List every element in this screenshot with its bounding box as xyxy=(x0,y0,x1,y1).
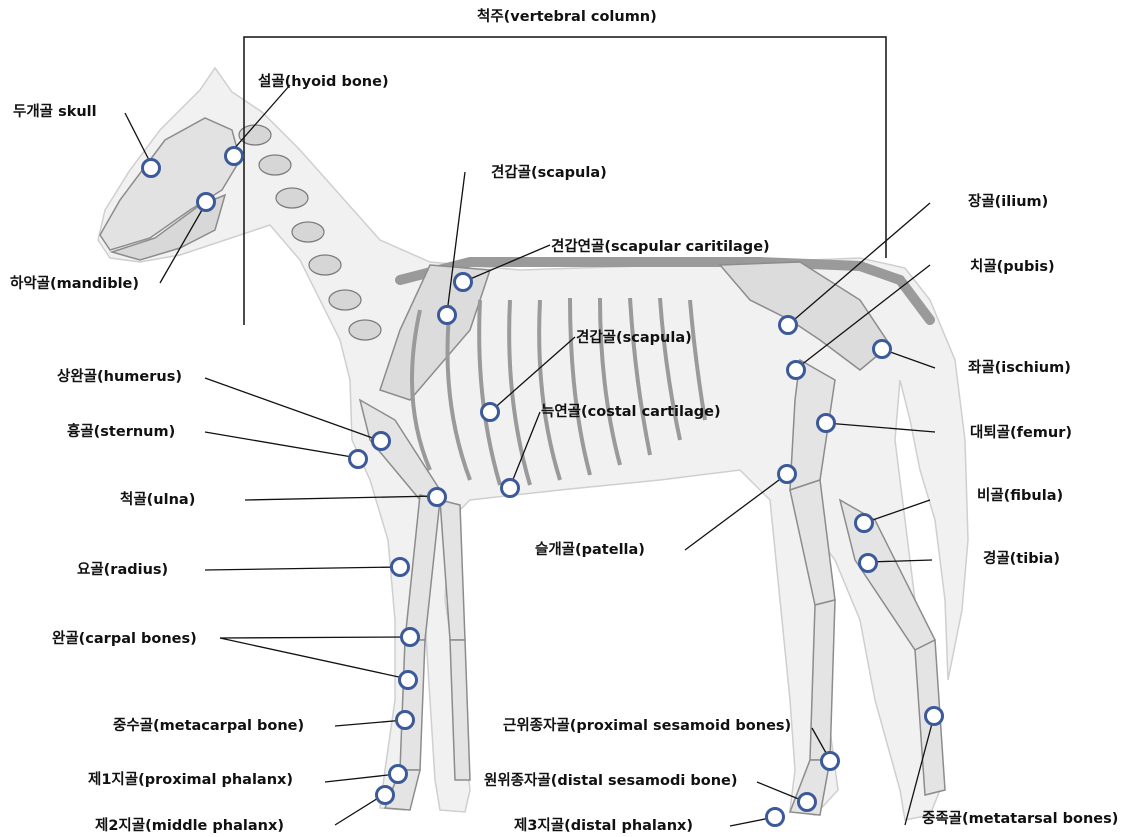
label-carpal: 완골(carpal bones) xyxy=(52,630,197,648)
label-pubis: 치골(pubis) xyxy=(970,258,1055,276)
marker-pubis xyxy=(788,362,805,379)
marker-carpal-upper xyxy=(402,629,419,646)
marker-carpal-lower xyxy=(400,672,417,689)
label-mandible: 하악골(mandible) xyxy=(10,275,139,293)
marker-middle-phalanx xyxy=(377,787,394,804)
marker-metatarsal xyxy=(926,708,943,725)
label-distal-phalanx: 제3지골(distal phalanx) xyxy=(514,817,693,835)
marker-mandible xyxy=(198,194,215,211)
label-fibula: 비골(fibula) xyxy=(977,487,1063,505)
label-ischium: 좌골(ischium) xyxy=(968,359,1071,377)
label-hyoid: 설골(hyoid bone) xyxy=(258,73,389,91)
marker-radius xyxy=(392,559,409,576)
label-tibia: 경골(tibia) xyxy=(983,550,1060,568)
marker-scapula xyxy=(439,307,456,324)
label-patella: 슬개골(patella) xyxy=(535,541,645,559)
marker-proximal-sesamoid xyxy=(822,753,839,770)
title-label: 척주(vertebral column) xyxy=(477,8,657,26)
label-radius: 요골(radius) xyxy=(77,561,168,579)
label-metacarpal: 중수골(metacarpal bone) xyxy=(113,717,304,735)
label-proximal-sesamoid: 근위종자골(proximal sesamoid bones) xyxy=(503,717,791,735)
marker-fibula xyxy=(856,515,873,532)
marker-humerus xyxy=(373,433,390,450)
label-distal-sesamoid: 원위종자골(distal sesamodi bone) xyxy=(484,772,738,790)
marker-hyoid xyxy=(226,148,243,165)
label-sternum: 흉골(sternum) xyxy=(67,423,175,441)
marker-patella xyxy=(779,466,796,483)
marker-distal-sesamoid xyxy=(799,794,816,811)
label-proximal-phalanx: 제1지골(proximal phalanx) xyxy=(88,771,293,789)
label-costal-cartilage: 늑연골(costal cartilage) xyxy=(541,403,721,421)
marker-skull xyxy=(143,160,160,177)
marker-ilium xyxy=(780,317,797,334)
marker-costal-cartilage xyxy=(502,480,519,497)
marker-scapular-cartilage xyxy=(455,274,472,291)
label-femur: 대퇴골(femur) xyxy=(970,424,1072,442)
marker-distal-phalanx xyxy=(767,809,784,826)
marker-metacarpal xyxy=(397,712,414,729)
marker-scapula-mid xyxy=(482,404,499,421)
marker-sternum xyxy=(350,451,367,468)
label-middle-phalanx: 제2지골(middle phalanx) xyxy=(95,817,284,835)
label-scapula-mid: 견갑골(scapula) xyxy=(576,329,692,347)
marker-proximal-phalanx xyxy=(390,766,407,783)
label-scapula-top: 견갑골(scapula) xyxy=(491,164,607,182)
label-skull: 두개골 skull xyxy=(13,103,97,121)
label-metatarsal: 중족골(metatarsal bones) xyxy=(922,810,1118,828)
label-ilium: 장골(ilium) xyxy=(968,193,1048,211)
marker-femur xyxy=(818,415,835,432)
marker-ulna xyxy=(429,489,446,506)
marker-ischium xyxy=(874,341,891,358)
marker-tibia xyxy=(860,555,877,572)
label-humerus: 상완골(humerus) xyxy=(57,368,182,386)
label-ulna: 척골(ulna) xyxy=(120,491,195,509)
label-scapular-cartilage: 견갑연골(scapular caritilage) xyxy=(551,238,770,256)
